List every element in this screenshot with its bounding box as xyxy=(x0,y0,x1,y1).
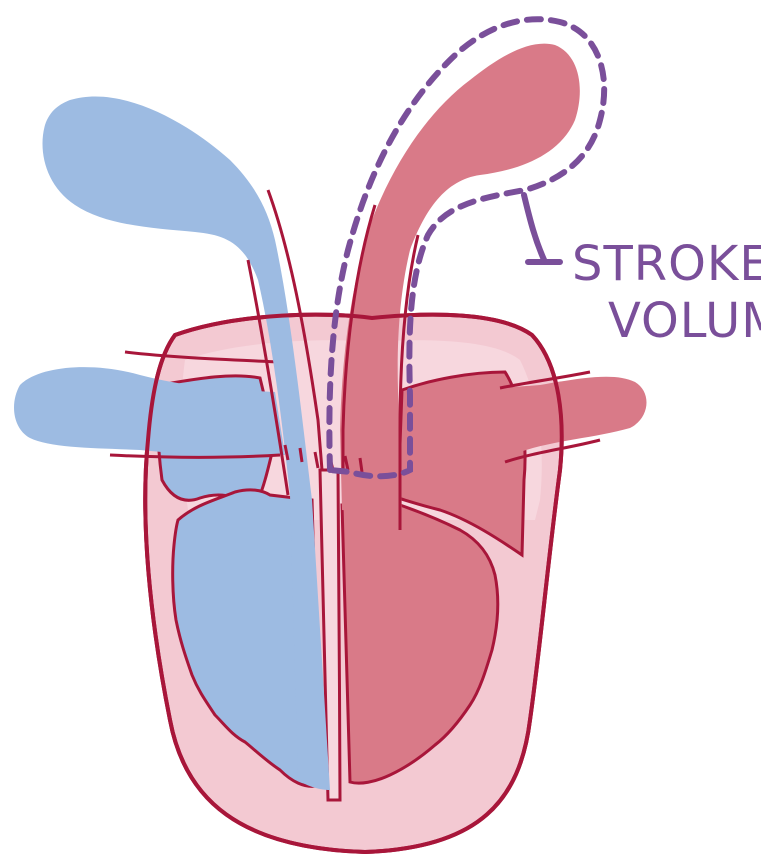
stroke-volume-bracket xyxy=(524,195,560,262)
stroke-volume-label-line1: STROKE xyxy=(572,236,761,292)
stroke-volume-label-line2: VOLUME xyxy=(608,293,761,349)
